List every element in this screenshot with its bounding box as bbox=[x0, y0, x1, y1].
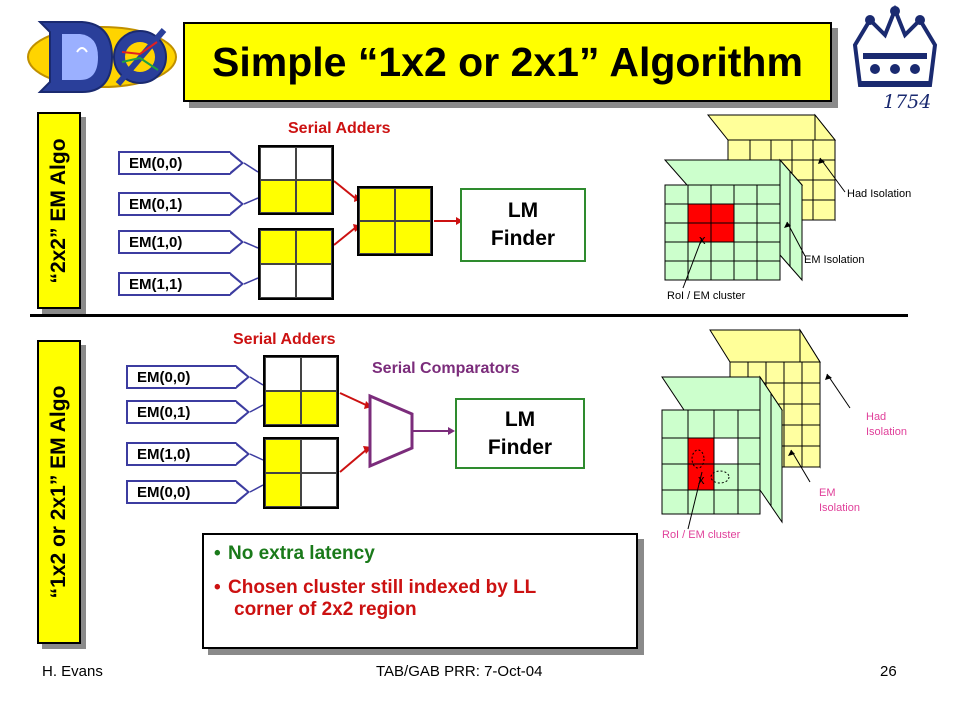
section2-lm-line1: LM bbox=[504, 407, 536, 431]
bullet-chosen-cluster-line2: corner of 2x2 region bbox=[234, 599, 417, 620]
section2-lm-line2: Finder bbox=[487, 435, 553, 459]
section2-x-mark: x bbox=[698, 472, 705, 487]
section2-em-isolation-label: EM Isolation bbox=[819, 486, 860, 516]
section2-adder-grid-top bbox=[263, 355, 339, 427]
bullet-no-latency: No extra latency bbox=[214, 543, 636, 565]
section2-adder-grid-bottom bbox=[263, 437, 339, 509]
section1-adder-grid-bottom bbox=[258, 228, 334, 300]
bullet-no-latency-text: No extra latency bbox=[228, 543, 375, 564]
section2-had-line2: Isolation bbox=[866, 426, 907, 438]
section2-lm-finder: LM Finder bbox=[455, 398, 585, 469]
slide-title: Simple “1x2 or 2x1” Algorithm bbox=[212, 38, 803, 85]
footer-author: H. Evans bbox=[42, 663, 103, 680]
section1-label-box: “2x2” EM Algo bbox=[37, 112, 81, 309]
section2-label-box: “1x2 or 2x1” EM Algo bbox=[37, 340, 81, 644]
section1-cube-diagram: x bbox=[663, 113, 846, 289]
section1-serial-adders-label: Serial Adders bbox=[288, 120, 391, 137]
footer-meeting: TAB/GAB PRR: 7-Oct-04 bbox=[376, 663, 543, 680]
notes-box: No extra latency Chosen cluster still in… bbox=[202, 533, 638, 649]
section1-lm-line1: LM bbox=[507, 199, 539, 222]
section2-serial-adders-label: Serial Adders bbox=[233, 331, 336, 348]
footer-page-number: 26 bbox=[880, 663, 897, 680]
section1-input-4: EM(1,1) bbox=[118, 272, 244, 296]
bullet-chosen-cluster-line1: Chosen cluster still indexed by LL bbox=[228, 577, 537, 598]
section2-input-3: EM(1,0) bbox=[126, 442, 250, 466]
section1-lm-line2: Finder bbox=[490, 227, 556, 250]
section1-roi-label: RoI / EM cluster bbox=[667, 290, 746, 302]
section1-em-isolation-label: EM Isolation bbox=[804, 254, 865, 266]
section2-cube-diagram: x bbox=[661, 328, 851, 530]
dzero-logo: DØ bbox=[22, 12, 182, 98]
section1-adder-grid-top bbox=[258, 145, 334, 215]
section2-em-line2: Isolation bbox=[819, 502, 860, 514]
section2-had-isolation-label: Had Isolation bbox=[866, 410, 907, 440]
columbia-year: 1754 bbox=[883, 91, 932, 113]
section1-input-3: EM(1,0) bbox=[118, 230, 244, 254]
section1-x-mark: x bbox=[699, 232, 706, 247]
section2-serial-comparators-label: Serial Comparators bbox=[372, 360, 520, 377]
section1-lm-finder: LM Finder bbox=[460, 188, 586, 262]
slide-title-box: Simple “1x2 or 2x1” Algorithm bbox=[183, 22, 832, 102]
section1-had-isolation-label: Had Isolation bbox=[847, 188, 912, 200]
section2-em-line1: EM bbox=[819, 487, 836, 499]
section2-comparator-shape bbox=[368, 393, 414, 469]
section1-sum-grid bbox=[357, 186, 433, 256]
section2-input-2: EM(0,1) bbox=[126, 400, 250, 424]
section2-roi-label: RoI / EM cluster bbox=[662, 529, 741, 541]
section2-input-1: EM(0,0) bbox=[126, 365, 250, 389]
bullet-chosen-cluster: Chosen cluster still indexed by LL corne… bbox=[214, 577, 636, 621]
section2-had-line1: Had bbox=[866, 411, 887, 423]
section-divider bbox=[30, 314, 908, 317]
section2-input-4: EM(0,0) bbox=[126, 480, 250, 504]
section1-input-2: EM(0,1) bbox=[118, 192, 244, 216]
section1-input-1: EM(0,0) bbox=[118, 151, 244, 175]
columbia-crown-logo: 1754 bbox=[845, 4, 945, 120]
